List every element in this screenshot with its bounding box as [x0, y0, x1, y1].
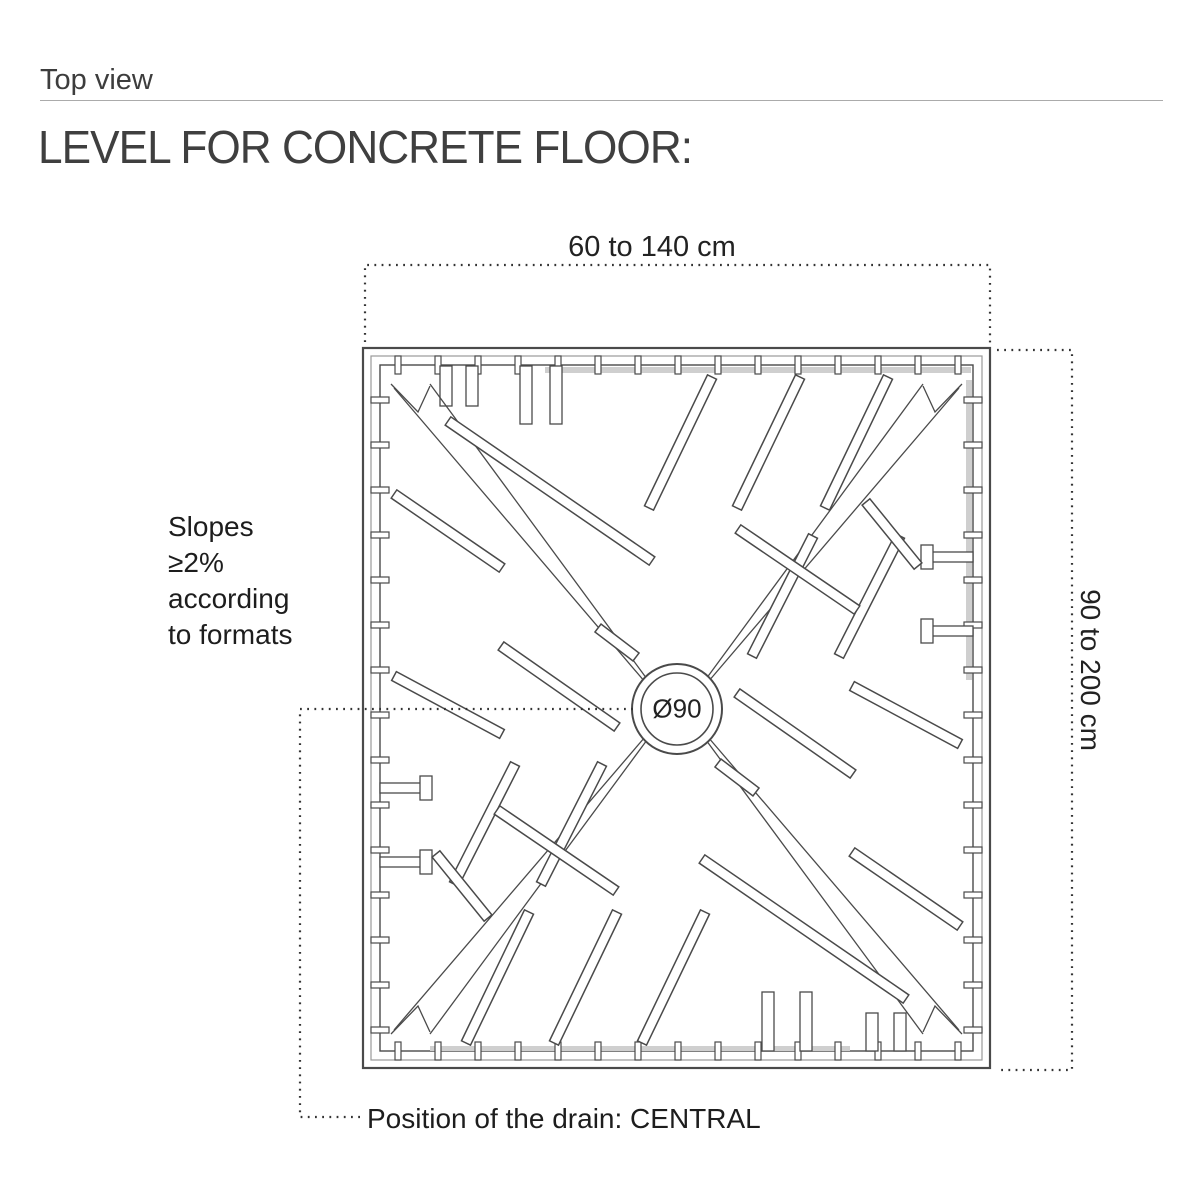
drain-position-label: Position of the drain: CENTRAL [367, 1103, 761, 1134]
width-dimension-label: 60 to 140 cm [568, 231, 736, 263]
header-divider [40, 100, 1163, 101]
page-title: LEVEL FOR CONCRETE FLOOR: [38, 121, 693, 173]
slopes-note-line: to formats [168, 619, 293, 650]
slopes-note-line: according [168, 583, 290, 614]
slopes-note-line: ≥2% [168, 547, 224, 578]
slopes-note: Slopes ≥2% according to formats [168, 509, 292, 653]
drain-diameter-label: Ø90 [652, 693, 702, 724]
height-dimension-label: 90 to 200 cm [1075, 589, 1106, 751]
slopes-note-line: Slopes [168, 511, 254, 542]
view-label: Top view [40, 64, 153, 96]
